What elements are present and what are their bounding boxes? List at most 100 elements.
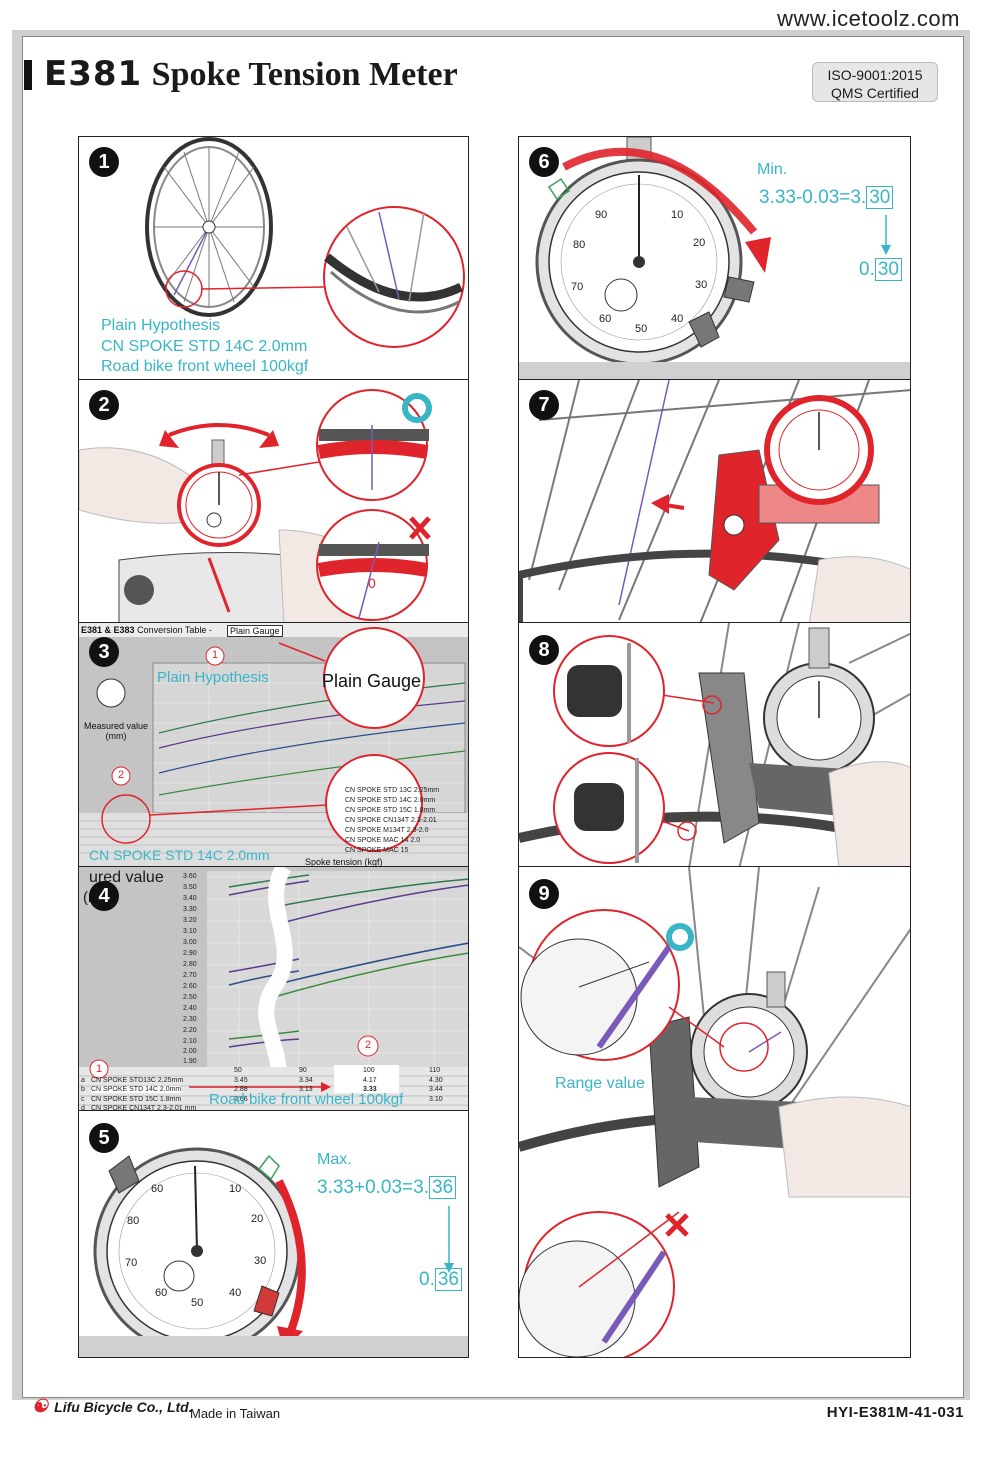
gauge-zeroing-illustration: 0 (79, 389, 432, 624)
iso-line-2: QMS Certified (831, 85, 919, 101)
min-label: Min. (757, 161, 788, 178)
table-row-a-v3: 4.17 (363, 1077, 377, 1084)
legend-row-6: CN SPOKE MAC 14 2.0 (345, 837, 421, 844)
wheel-illustration (145, 137, 465, 348)
step-1-line-3: Road bike front wheel 100kgf (101, 358, 309, 375)
step-2-panel: 2 0 (78, 379, 469, 625)
step-6-dial-40: 40 (671, 313, 684, 325)
max-formula: 3.33+0.03=3.36 (317, 1176, 457, 1199)
range-value-label: Range value (555, 1075, 645, 1092)
range-check-illustration (519, 867, 910, 1357)
table-row-a-v1: 3.45 (234, 1077, 248, 1084)
step-5-number: 5 (89, 1123, 119, 1153)
website-url[interactable]: www.icetoolz.com (777, 6, 960, 31)
table-row-d-name: CN SPOKE CN134T 2.3-2.01 mm (91, 1105, 197, 1112)
max-formula-box: 36 (429, 1176, 457, 1199)
min-formula-text: 3.33-0.03=3. (759, 187, 867, 208)
y-tick-12: 2.50 (183, 994, 197, 1001)
step-5-dial-80: 80 (127, 1215, 140, 1227)
measured-value-label: Measured value (mm) (83, 721, 149, 741)
y-tick-5: 3.20 (183, 917, 197, 924)
step-6-dial-70: 70 (571, 281, 584, 293)
step-9-panel: 9 Range value (518, 866, 911, 1358)
legend-row-2: CN SPOKE STD 14C 2.0mm (345, 797, 436, 804)
table-row-c-v1: 2.66 (234, 1096, 248, 1103)
step-2-number: 2 (89, 390, 119, 420)
y-tick-1: 3.60 (183, 873, 197, 880)
step-6-dial-50: 50 (635, 323, 648, 335)
hypothesis-label: Plain Hypothesis (157, 669, 269, 686)
table-row-b-v2: 3.13 (299, 1086, 313, 1093)
y-tick-16: 2.10 (183, 1038, 197, 1045)
table-row-a-v2: 3.34 (299, 1077, 313, 1084)
step-5-dial-20: 20 (251, 1213, 264, 1225)
step-1-line-1: Plain Hypothesis (101, 317, 221, 334)
table-row-c-v4: 3.10 (429, 1096, 443, 1103)
y-tick-13: 2.40 (183, 1005, 197, 1012)
step-5-dial-10: 10 (229, 1183, 242, 1195)
chart-zoom-illustration (79, 867, 468, 1111)
step-3-panel: 3 E381 & E383 Conversion (78, 622, 469, 868)
svg-text:0: 0 (368, 575, 376, 591)
step-4-badge-2: 2 (365, 1039, 372, 1051)
max-formula-text: 3.33+0.03=3. (317, 1177, 429, 1198)
y-tick-18: 1.90 (183, 1058, 197, 1065)
max-result-box: 36 (434, 1268, 462, 1291)
dial-min-illustration (519, 137, 910, 379)
x-tick-100: 100 (363, 1067, 375, 1074)
min-formula-box: 30 (866, 186, 894, 209)
spoke-std-label: CN SPOKE STD 14C 2.0mm (89, 847, 270, 863)
made-in-taiwan: Made in Taiwan (190, 1406, 281, 1421)
step-5-panel: 5 60 10 80 20 70 30 60 40 50 Max. 3.33+0… (78, 1110, 469, 1358)
step-8-panel: 8 (518, 622, 911, 868)
y-tick-9: 2.80 (183, 961, 197, 968)
table-title: E381 & E383 Conversion Table - (81, 625, 212, 635)
x-axis-label: Spoke tension (kgf) (305, 857, 383, 867)
min-result-text: 0. (859, 259, 875, 280)
company-logo: ☯ Lifu Bicycle Co., Ltd. (32, 1396, 193, 1417)
step-5-dial-70: 70 (125, 1257, 138, 1269)
step-5-dial-50: 50 (191, 1297, 204, 1309)
table-plain-gauge-tag: Plain Gauge (227, 625, 283, 637)
dial-max-illustration (79, 1147, 468, 1357)
step-1-panel: 1 Plain Hypothesis CN SPOKE STD 14C 2.0m… (78, 136, 469, 380)
table-row-d-key: d (81, 1105, 85, 1112)
legend-row-7: CN SPOKE MAC 15 (345, 847, 409, 854)
y-tick-6: 3.10 (183, 928, 197, 935)
step-1-line-2: CN SPOKE STD 14C 2.0mm (101, 338, 308, 355)
step-5-dial-40: 40 (229, 1287, 242, 1299)
legend-row-5: CN SPOKE M134T 2.3-2.0 (345, 827, 429, 834)
step-4-number: 4 (89, 881, 119, 911)
step-4-badge-1: 1 (96, 1063, 103, 1075)
bike-logo-icon: ☯ (32, 1396, 49, 1416)
table-row-a-name: CN SPOKE STD13C 2.25mm (91, 1077, 184, 1084)
table-row-b-v1: 2.88 (234, 1086, 248, 1093)
badge-2-label: 2 (118, 769, 125, 781)
y-tick-8: 2.90 (183, 950, 197, 957)
y-tick-17: 2.00 (183, 1048, 197, 1055)
road-bike-label: Road bike front wheel 100kgf (209, 1091, 404, 1108)
step-5-dial-30: 30 (254, 1255, 267, 1267)
y-tick-14: 2.30 (183, 1016, 197, 1023)
y-tick-4: 3.30 (183, 906, 197, 913)
table-row-b-v3: 3.33 (363, 1086, 377, 1093)
y-tick-15: 2.20 (183, 1027, 197, 1034)
table-title-subtitle: Conversion Table - (137, 625, 212, 635)
step-8-number: 8 (529, 635, 559, 665)
table-row-b-name: CN SPOKE STD 14C 2.0mm (91, 1086, 182, 1093)
step-7-number: 7 (529, 390, 559, 420)
iso-badge: ISO-9001:2015 QMS Certified (812, 62, 938, 102)
step-4-panel: 4 ured value (mm) (78, 866, 469, 1112)
x-tick-50: 50 (234, 1067, 242, 1074)
y-tick-10: 2.70 (183, 972, 197, 979)
badge-1-label: 1 (212, 649, 219, 661)
table-title-model: E381 & E383 (81, 625, 135, 635)
legend-row-3: CN SPOKE STD 15C 1.8mm (345, 807, 436, 814)
title-bar-mark (24, 60, 32, 90)
y-tick-11: 2.60 (183, 983, 197, 990)
min-result: 0.30 (859, 258, 902, 281)
document-code: HYI-E381M-41-031 (826, 1404, 964, 1421)
company-name: Lifu Bicycle Co., Ltd. (54, 1398, 193, 1415)
iso-line-1: ISO-9001:2015 (827, 67, 923, 83)
step-6-number: 6 (529, 147, 559, 177)
